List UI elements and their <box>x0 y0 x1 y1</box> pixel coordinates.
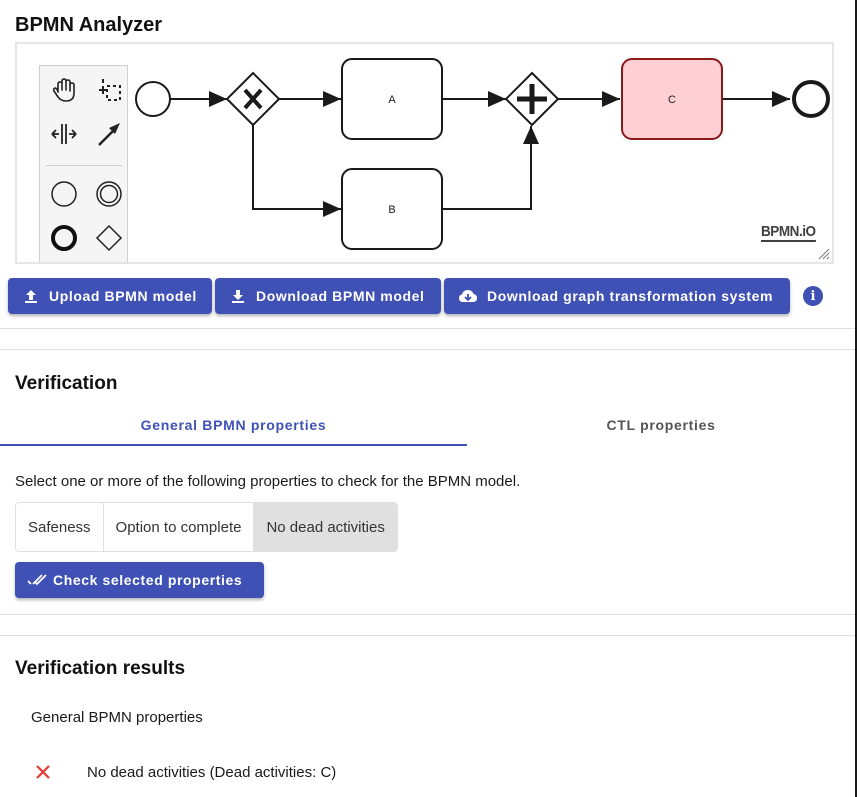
result-item: No dead activities (Dead activities: C) <box>31 760 336 784</box>
bpmn-diagram: A B C <box>135 58 830 250</box>
results-title: Verification results <box>15 658 186 679</box>
upload-icon <box>25 290 37 303</box>
start-event-icon[interactable] <box>49 179 79 209</box>
upload-bpmn-label: Upload BPMN model <box>49 288 197 304</box>
download-gts-label: Download graph transformation system <box>487 288 774 304</box>
bpmn-canvas[interactable]: A B C <box>15 42 834 264</box>
divider <box>0 614 855 615</box>
lasso-tool-icon[interactable] <box>94 75 124 105</box>
double-check-icon <box>27 574 47 586</box>
task-b[interactable]: B <box>341 168 443 250</box>
app-title: BPMN Analyzer <box>15 14 163 36</box>
window-edge <box>855 0 857 797</box>
intermediate-event-icon[interactable] <box>94 179 124 209</box>
result-text: No dead activities (Dead activities: C) <box>87 763 337 781</box>
resize-handle-icon[interactable] <box>816 246 830 260</box>
tab-general-label: General BPMN properties <box>140 417 327 433</box>
properties-toggle-group: Safeness Option to complete No dead acti… <box>15 502 398 552</box>
parallel-gateway[interactable] <box>504 71 560 127</box>
tab-ctl-label: CTL properties <box>606 417 716 433</box>
download-gts-button[interactable]: Download graph transformation system <box>444 278 790 314</box>
palette-separator <box>46 165 122 166</box>
verification-title: Verification <box>15 373 118 394</box>
cloud-download-icon <box>459 290 477 302</box>
exclusive-gateway[interactable] <box>225 71 281 127</box>
palette <box>39 65 128 262</box>
cross-icon <box>36 765 50 779</box>
divider <box>0 349 855 350</box>
download-icon <box>232 290 244 303</box>
download-bpmn-button[interactable]: Download BPMN model <box>215 278 441 314</box>
space-tool-icon[interactable] <box>49 119 79 149</box>
properties-prompt: Select one or more of the following prop… <box>15 473 521 490</box>
task-c[interactable]: C <box>621 58 723 140</box>
check-properties-button[interactable]: Check selected properties <box>15 562 264 598</box>
divider <box>0 328 855 329</box>
tab-ctl-properties[interactable]: CTL properties <box>467 405 855 445</box>
end-event-icon[interactable] <box>49 223 79 253</box>
sequence-flows <box>170 91 790 217</box>
toggle-no-dead-activities-label: No dead activities <box>266 518 385 536</box>
task-a[interactable]: A <box>341 58 443 140</box>
info-glyph: i <box>810 288 816 304</box>
active-tab-indicator <box>0 444 467 446</box>
task-a-label: A <box>388 94 396 106</box>
flow-b-to-and <box>443 126 539 210</box>
toggle-safeness[interactable]: Safeness <box>16 503 104 551</box>
toggle-no-dead-activities[interactable]: No dead activities <box>254 503 397 551</box>
toggle-option-to-complete[interactable]: Option to complete <box>103 503 255 551</box>
info-icon[interactable]: i <box>803 286 823 306</box>
results-subtitle: General BPMN properties <box>31 709 203 726</box>
end-event[interactable] <box>792 80 830 118</box>
task-c-label: C <box>668 94 676 106</box>
divider <box>0 635 855 636</box>
start-event[interactable] <box>135 81 171 117</box>
upload-bpmn-button[interactable]: Upload BPMN model <box>8 278 212 314</box>
flow-xor-to-b <box>252 124 341 217</box>
toggle-option-to-complete-label: Option to complete <box>115 518 242 536</box>
task-b-label: B <box>388 204 395 216</box>
bpmn-io-logo[interactable]: BPMN.iO <box>761 223 816 242</box>
check-properties-label: Check selected properties <box>53 572 243 588</box>
connect-tool-icon[interactable] <box>94 119 124 149</box>
toggle-safeness-label: Safeness <box>28 518 91 536</box>
download-bpmn-label: Download BPMN model <box>256 288 425 304</box>
gateway-icon[interactable] <box>94 223 124 253</box>
tab-general-bpmn-properties[interactable]: General BPMN properties <box>0 405 467 445</box>
hand-tool-icon[interactable] <box>49 75 79 105</box>
